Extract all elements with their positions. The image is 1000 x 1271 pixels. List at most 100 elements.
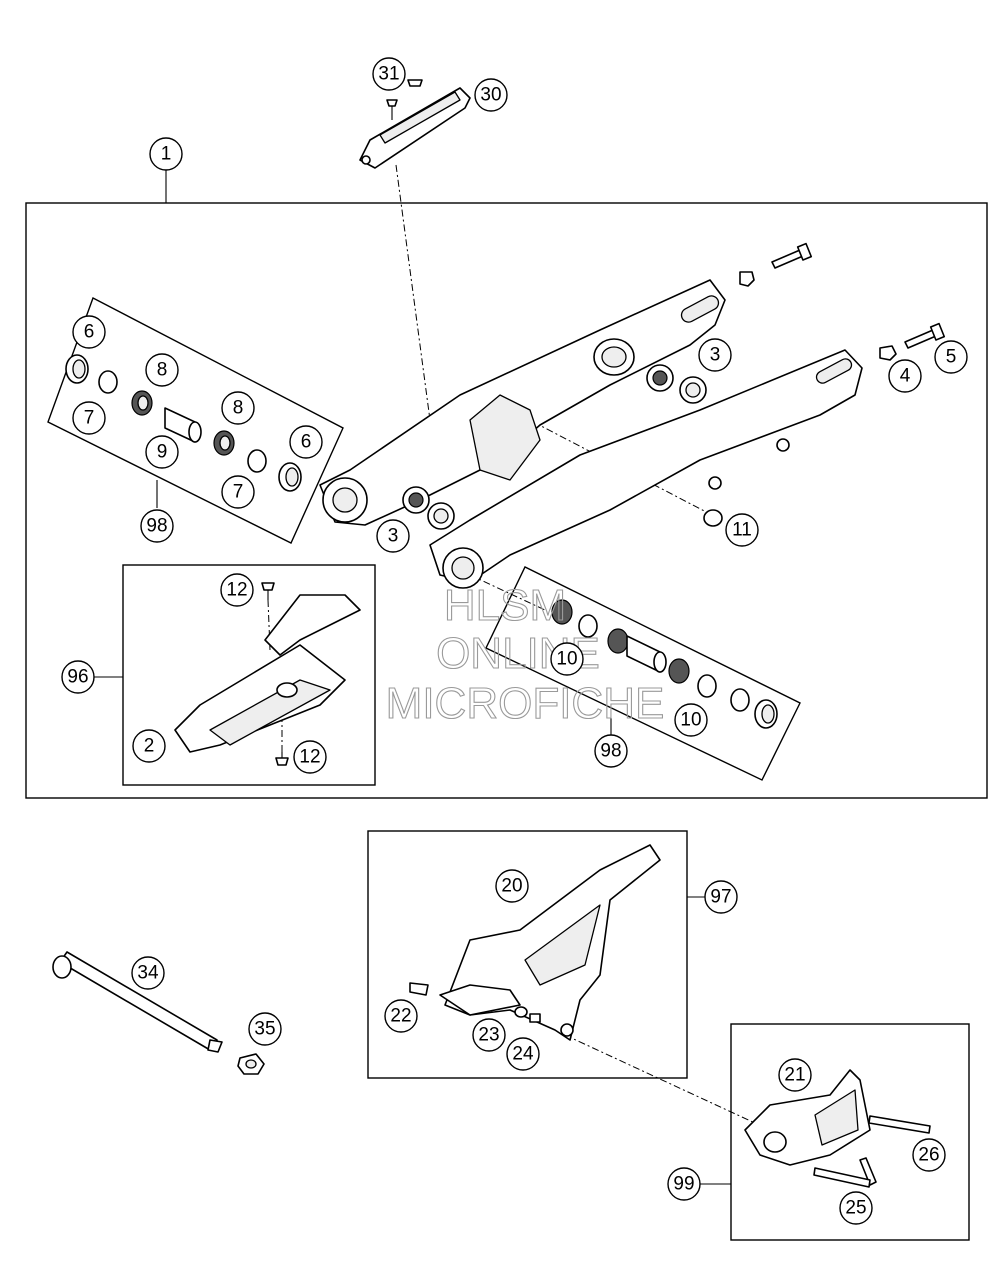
callout-20: 20 — [495, 869, 529, 903]
swingarm — [319, 279, 863, 589]
svg-text:23: 23 — [478, 1025, 499, 1046]
callout-12b: 12 — [293, 740, 327, 774]
svg-text:3: 3 — [710, 345, 721, 366]
svg-text:7: 7 — [233, 482, 244, 503]
svg-text:96: 96 — [67, 667, 88, 688]
svg-text:2: 2 — [144, 736, 155, 757]
svg-text:6: 6 — [84, 322, 95, 343]
bearing-kit-right-parts — [551, 599, 778, 729]
svg-text:4: 4 — [900, 366, 911, 387]
callout-1: 1 — [149, 137, 183, 171]
svg-text:98: 98 — [600, 741, 621, 762]
chain-slider-2 — [174, 582, 361, 766]
nut-4 — [879, 345, 897, 361]
callout-10a: 10 — [550, 642, 584, 676]
svg-text:12: 12 — [299, 747, 320, 768]
svg-text:99: 99 — [673, 1174, 694, 1195]
callout-2: 2 — [132, 729, 166, 763]
callout-9: 9 — [145, 435, 179, 469]
svg-text:35: 35 — [254, 1019, 275, 1040]
screw-25 — [813, 1167, 871, 1188]
chain-slider-group-box — [122, 564, 376, 786]
screw-31 — [386, 79, 423, 120]
callout-97: 97 — [704, 880, 738, 914]
callout-8a: 8 — [145, 353, 179, 387]
callout-98a: 98 — [140, 509, 174, 543]
svg-text:10: 10 — [556, 649, 577, 670]
chain-guard-20 — [439, 844, 661, 1041]
svg-text:8: 8 — [233, 398, 244, 419]
callout-31: 31 — [372, 57, 406, 91]
swingarm-group-box — [25, 202, 988, 799]
callout-10b: 10 — [674, 703, 708, 737]
assembly-line-10 — [469, 574, 546, 611]
svg-text:24: 24 — [512, 1044, 534, 1065]
callout-7a: 7 — [72, 401, 106, 435]
svg-text:5: 5 — [946, 347, 957, 368]
svg-text:11: 11 — [732, 520, 752, 541]
callout-96: 96 — [61, 660, 95, 694]
svg-text:3: 3 — [388, 526, 399, 547]
bolt-5 — [904, 322, 946, 349]
callout-3a: 3 — [698, 338, 732, 372]
svg-text:6: 6 — [301, 432, 312, 453]
screw-26 — [868, 1115, 931, 1134]
callout-23: 23 — [472, 1018, 506, 1052]
svg-text:10: 10 — [680, 710, 701, 731]
chain-guide-21 — [744, 1069, 877, 1186]
cap-11 — [703, 509, 723, 527]
callout-12a: 12 — [220, 573, 254, 607]
chain-guide-group-box — [730, 1023, 970, 1241]
svg-text:20: 20 — [501, 876, 522, 897]
watermark: HLSM ONLINE MICROFICHE — [385, 580, 665, 728]
callout-34: 34 — [131, 956, 165, 990]
bearing-kit-right-box — [485, 566, 801, 781]
callout-8b: 8 — [221, 391, 255, 425]
callout-3b: 3 — [376, 519, 410, 553]
callout-35: 35 — [248, 1012, 282, 1046]
callout-26: 26 — [912, 1138, 946, 1172]
chain-guard-group-box — [367, 830, 688, 1079]
nut-35 — [237, 1053, 265, 1075]
washer-23-nut-24 — [514, 1006, 541, 1023]
callout-5: 5 — [934, 340, 968, 374]
watermark-line-1: HLSM — [444, 581, 566, 630]
svg-text:8: 8 — [157, 360, 168, 381]
callout-11: 11 — [725, 513, 759, 547]
bushing-3-lower — [402, 486, 455, 530]
callout-98b: 98 — [594, 734, 628, 768]
svg-text:26: 26 — [918, 1145, 939, 1166]
svg-text:34: 34 — [137, 963, 159, 984]
svg-text:25: 25 — [845, 1198, 866, 1219]
bushing-3-upper — [646, 364, 707, 404]
bearing-kit-left-parts — [65, 354, 302, 492]
svg-text:1: 1 — [161, 144, 172, 165]
screw-22 — [409, 982, 429, 996]
svg-text:98: 98 — [146, 516, 167, 537]
svg-text:30: 30 — [480, 85, 501, 106]
svg-text:31: 31 — [378, 64, 399, 85]
axle-34 — [52, 951, 223, 1053]
callout-30: 30 — [474, 78, 508, 112]
callout-7b: 7 — [221, 475, 255, 509]
watermark-line-3: MICROFICHE — [386, 679, 665, 728]
svg-text:97: 97 — [710, 887, 731, 908]
svg-text:22: 22 — [390, 1006, 411, 1027]
svg-text:7: 7 — [84, 408, 95, 429]
svg-text:9: 9 — [157, 442, 168, 463]
svg-text:12: 12 — [226, 580, 247, 601]
callout-4: 4 — [888, 359, 922, 393]
callout-21: 21 — [778, 1058, 812, 1092]
assembly-line-30 — [395, 164, 431, 421]
assembly-line-21 — [564, 1034, 771, 1131]
callout-24: 24 — [506, 1037, 540, 1071]
callout-6b: 6 — [289, 425, 323, 459]
callout-99: 99 — [667, 1167, 701, 1201]
bolt-upper — [739, 242, 813, 287]
callout-22: 22 — [384, 999, 418, 1033]
callout-6a: 6 — [72, 315, 106, 349]
svg-text:21: 21 — [784, 1065, 805, 1086]
callout-25: 25 — [839, 1191, 873, 1225]
chain-slider-top — [359, 87, 471, 169]
